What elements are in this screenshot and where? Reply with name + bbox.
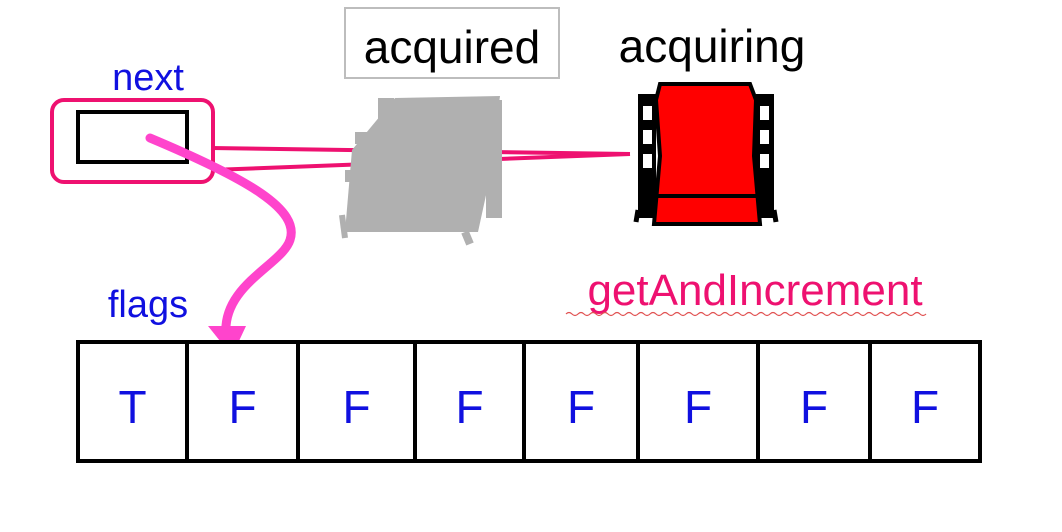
next-box (76, 110, 189, 164)
flag-value-6: F (800, 381, 828, 433)
flag-value-5: F (684, 381, 712, 433)
flag-value-2: F (342, 381, 370, 433)
acquiring-label: acquiring (619, 20, 806, 72)
flag-cell-3 (413, 340, 526, 463)
flag-value-3: F (455, 381, 483, 433)
acquired-thread-chair-icon (339, 96, 502, 246)
next-label: next (112, 57, 184, 99)
get-and-increment-squiggle (565, 311, 927, 317)
flags-label: flags (108, 284, 188, 326)
acquired-label: acquired (364, 21, 540, 73)
flag-cell-5 (636, 340, 760, 463)
flag-value-4: F (567, 381, 595, 433)
acquiring-thread-chair-icon (633, 82, 779, 226)
flag-cell-7 (868, 340, 982, 463)
acquired-label-box (344, 7, 560, 79)
flag-cell-6 (756, 340, 872, 463)
flag-cell-2 (296, 340, 417, 463)
flag-cell-0 (76, 340, 189, 463)
flag-value-1: F (228, 381, 256, 433)
flag-value-7: F (911, 381, 939, 433)
flag-value-0: T (118, 381, 146, 433)
get-and-increment-label: getAndIncrement (587, 266, 922, 315)
flag-cell-4 (522, 340, 640, 463)
next-highlight-frame (50, 98, 215, 184)
